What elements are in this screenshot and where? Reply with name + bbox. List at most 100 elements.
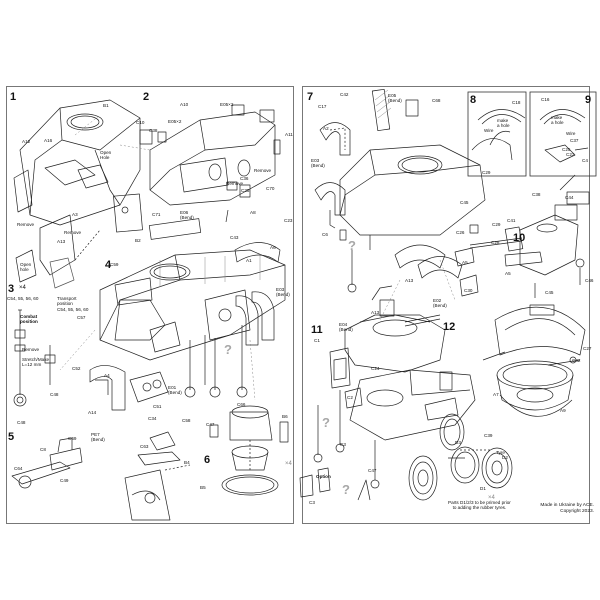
part-label: C17 [318,104,327,109]
note-stretch: Stretch/Make L=12 mm [22,357,50,367]
part-label: A13 [371,310,380,315]
step3-parts: C54, 55, 56, 60 [7,296,39,301]
part-label: B5 [200,485,206,490]
part-label: PE7 [91,432,100,437]
note-remove: Remove [17,222,35,227]
step6-turret-drawing [209,405,289,496]
note-wire: Wire [566,131,576,136]
part-label: C51 [153,404,162,409]
part-label: C64 [14,466,23,471]
note-make-hole: make a hole [497,118,510,128]
bend-note: (Bend) [433,303,447,308]
note-open-hole: Open Hole [100,150,112,160]
part-label: C43 [230,235,239,240]
part-label: D2 [502,455,508,460]
step3-rods [13,309,56,407]
part-label: C22 [566,152,575,157]
part-label: C27 [583,346,592,351]
part-label: A13 [405,278,414,283]
step11-turret-top [344,285,446,373]
bend-note: (Bend) [91,437,105,442]
made-in-text: Made in Ukraine by ACE. [540,503,594,508]
step-number-3: 3 [8,283,15,295]
part-label: A6 [270,245,276,250]
step2-hull-drawing [139,104,281,223]
step-number-6: 6 [204,454,211,466]
step-number-12: 12 [443,321,456,333]
step3-parts: C54, 55, 56, 60 [57,307,89,312]
option-detail [299,467,331,498]
step9-detail [539,109,589,163]
part-label: B6 [282,414,288,419]
step-number-5: 5 [8,431,15,443]
part-label: E05×2 [220,102,234,107]
part-label: C70 [266,186,275,191]
step-number-7: 7 [307,91,314,103]
part-label: C42 [340,92,349,97]
part-label: E05 [388,93,397,98]
part-label: A7 [493,392,499,397]
part-label: C46 [585,278,594,283]
step3-quantity: ×4 [19,285,26,291]
step11-detail [329,347,363,409]
step6-quantity: ×4 [285,461,292,467]
question-mark-icon: ? [224,342,232,357]
part-label: C36 [240,176,249,181]
part-label: D3 [455,440,461,445]
step12-quantity: ×4 [488,495,495,501]
part-label: C45 [460,200,469,205]
note-make-hole: make a hole [551,115,564,125]
part-label: C29 [482,170,491,175]
part-label: A10 [180,102,189,107]
part-label: C32 [572,358,581,363]
part-label: C57 [77,315,86,320]
part-label: A8 [250,210,256,215]
step-number-11: 11 [311,324,323,336]
question-mark-icon: ? [322,415,330,430]
part-label: B2 [135,238,141,243]
part-label: C6 [322,232,328,237]
part-label: C3 [309,500,315,505]
step1-hull-drawing [13,99,143,289]
part-label: C3 [340,442,346,447]
part-label: A2 [323,126,329,131]
part-label: C49 [60,478,69,483]
part-label: C29 [492,222,501,227]
part-label: C4 [582,158,588,163]
part-label: C23 [284,218,293,223]
part-label: C41 [507,218,516,223]
part-label: C18 [512,100,521,105]
part-label: C26 [456,230,465,235]
note-remove: Remove [226,181,244,186]
part-label: C44 [565,195,574,200]
part-label: C28 [491,240,500,245]
part-label: E03 [276,287,285,292]
part-label: C8 [40,447,46,452]
step-number-2: 2 [143,91,150,103]
part-label: E05×2 [168,119,182,124]
part-label: E03 [311,158,320,163]
bend-note: (Bend) [276,292,290,297]
part-label: D1 [480,486,486,491]
step-number-8: 8 [470,94,477,106]
part-label: B1 [103,103,109,108]
part-label: C25 [562,147,571,152]
part-label: A13 [57,239,66,244]
part-label: A12 [22,139,31,144]
part-label: E01 [168,385,177,390]
bend-note: (Bend) [311,163,325,168]
step4-axles [184,325,248,398]
part-label: C47 [206,422,215,427]
part-label: A11 [285,132,293,137]
step12-chassis [313,369,476,501]
step-number-4: 4 [105,259,112,271]
part-label: C38 [532,192,541,197]
step7-hull-drawing [314,89,486,297]
note-remove: Remove [22,347,40,352]
note-remove: Remove [254,168,272,173]
part-label: C68 [432,98,441,103]
part-label: C1 [314,338,320,343]
part-label: C34 [148,416,157,421]
step5-gun-mount [11,431,191,521]
